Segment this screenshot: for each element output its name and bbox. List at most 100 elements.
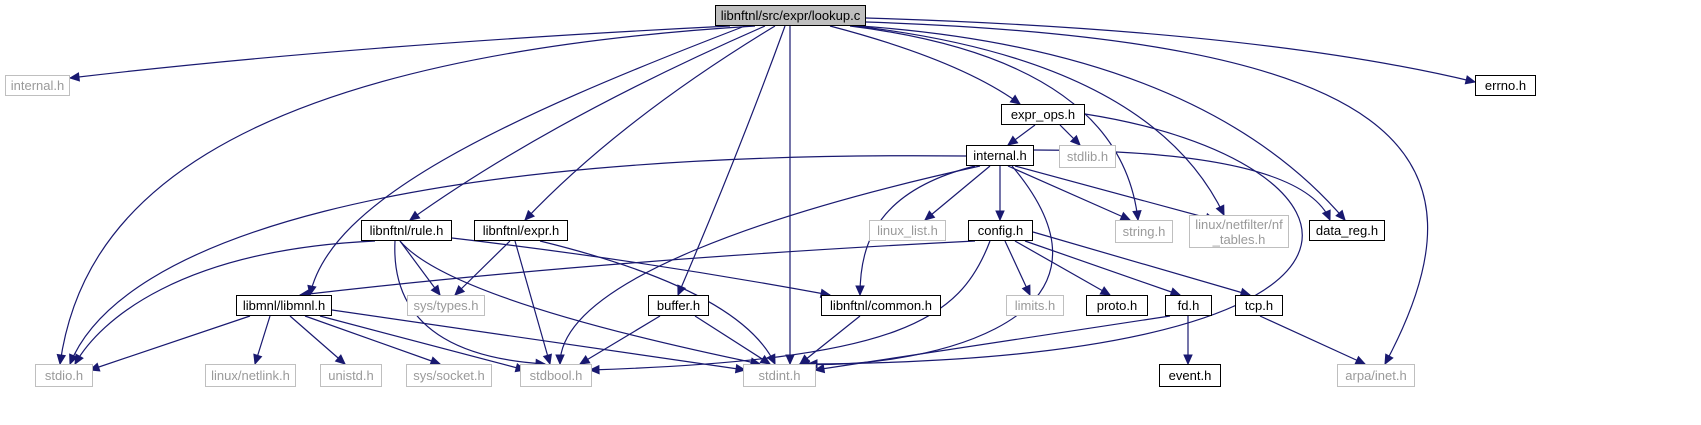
edge-config-to-proto	[1014, 240, 1111, 296]
node-root-file[interactable]: libnftnl/src/expr/lookup.c	[715, 5, 866, 26]
edge-librule-to-systypes	[399, 240, 441, 296]
edge-root-to-libmnl	[309, 25, 746, 296]
node-libnftnl-expr-h[interactable]: libnftnl/expr.h	[474, 220, 568, 241]
edge-config-to-libmnl	[299, 240, 976, 296]
node-libmnl-h[interactable]: libmnl/libmnl.h	[236, 295, 332, 316]
node-internal-h[interactable]: internal.h	[966, 145, 1034, 166]
node-proto-h[interactable]: proto.h	[1086, 295, 1148, 316]
edge-arrowhead-root-to-librule	[408, 210, 421, 221]
node-data-reg-h[interactable]: data_reg.h	[1309, 220, 1385, 241]
node-arpa-inet-h: arpa/inet.h	[1337, 364, 1415, 387]
edge-root-to-librule	[409, 25, 766, 221]
edge-arrowhead-buffer-to-stdbool	[578, 355, 591, 365]
edge-root-to-string	[849, 25, 1139, 221]
edge-libcommon-to-stdint	[799, 315, 861, 365]
edge-arrowhead-libmnl-to-stdint	[734, 363, 747, 374]
edge-arrowhead-librule-to-systypes	[430, 284, 441, 296]
node-errno-h[interactable]: errno.h	[1475, 75, 1536, 96]
edge-root-to-internal_top	[69, 25, 731, 79]
node-nf-tables-h: linux/netfilter/nf _tables.h	[1189, 215, 1289, 248]
edge-arrowhead-root-to-arpainet	[1384, 353, 1394, 366]
edge-arrowhead-root-to-stdio	[56, 353, 67, 366]
edge-arrowhead-internal-to-stdio	[69, 353, 78, 366]
edge-arrowhead-tcp-to-arpainet	[1354, 355, 1367, 365]
edge-arrowhead-buffer-to-stdint	[759, 354, 772, 365]
edge-buffer-to-stdbool	[579, 315, 661, 365]
edge-root-to-buffer	[677, 25, 786, 296]
node-fd-h[interactable]: fd.h	[1165, 295, 1212, 316]
edge-arrowhead-config-to-limits	[1021, 284, 1031, 297]
edge-internal-to-stdbool	[559, 165, 981, 365]
edge-arrowhead-libexpr-to-systypes	[454, 284, 466, 296]
edge-fd-to-stdint	[814, 315, 1171, 371]
edge-arrowhead-libexpr-to-stdint	[766, 353, 776, 366]
node-buffer-h[interactable]: buffer.h	[648, 295, 709, 316]
edge-arrowhead-libexpr-to-stdbool	[542, 353, 552, 366]
edge-arrowhead-root-to-exprops	[1009, 94, 1021, 105]
edge-arrowhead-root-to-string	[1132, 210, 1142, 222]
edge-arrowhead-root-to-libexpr	[524, 209, 536, 221]
edge-buffer-to-stdint	[694, 315, 771, 365]
edge-arrowhead-internal-to-libcommon	[855, 285, 865, 297]
node-linux-list-h: linux_list.h	[869, 220, 946, 241]
edge-config-to-tcp	[1032, 231, 1251, 296]
node-libnftnl-rule-h[interactable]: libnftnl/rule.h	[361, 220, 452, 241]
node-unistd-h: unistd.h	[320, 364, 382, 387]
node-stdint-h: stdint.h	[743, 364, 816, 387]
edge-internal-to-linuxlist	[924, 165, 991, 221]
edge-librule-to-libcommon	[451, 237, 831, 296]
edge-arrowhead-root-to-datareg	[1335, 209, 1346, 221]
node-stdlib-h: stdlib.h	[1059, 145, 1116, 168]
edge-librule-to-stdbool	[394, 240, 546, 365]
node-sys-types-h: sys/types.h	[407, 295, 485, 316]
edge-arrowhead-internal-to-datareg	[1321, 209, 1331, 222]
edge-arrowhead-libcommon-to-stdint	[799, 354, 811, 365]
edge-arrowhead-internal-to-stdbool	[555, 354, 565, 366]
edge-arrowhead-root-to-nftables	[1215, 204, 1225, 217]
edge-librule-to-stdio	[74, 240, 376, 365]
edge-arrowhead-internal-to-linuxlist	[924, 210, 936, 221]
node-stdbool-h: stdbool.h	[520, 364, 592, 387]
edge-exprops-to-stdint	[807, 113, 1303, 365]
node-linux-netlink-h: linux/netlink.h	[205, 364, 296, 387]
edge-arrowhead-librule-to-stdio	[74, 353, 84, 366]
edge-root-to-stdio	[59, 25, 756, 365]
edge-libmnl-to-syssocket	[304, 315, 441, 365]
node-tcp-h[interactable]: tcp.h	[1235, 295, 1283, 316]
edge-internal-to-libcommon	[859, 165, 976, 296]
node-expr-ops-h[interactable]: expr_ops.h	[1001, 104, 1085, 125]
node-libnftnl-common-h[interactable]: libnftnl/common.h	[821, 295, 941, 316]
edge-arrowhead-root-to-buffer	[677, 284, 687, 297]
edge-arrowhead-internal-to-config	[995, 210, 1005, 222]
node-internal-h-external: internal.h	[5, 75, 70, 96]
edge-internal-to-stdio	[69, 155, 967, 365]
edge-arrowhead-root-to-errno	[1464, 75, 1477, 85]
edge-libexpr-to-systypes	[454, 240, 511, 296]
edge-arrowhead-root-to-stdint	[785, 354, 795, 366]
edge-root-to-exprops	[829, 25, 1021, 105]
edge-internal-to-nftables	[1014, 165, 1216, 221]
node-event-h[interactable]: event.h	[1159, 364, 1221, 387]
edge-config-to-fd	[1024, 240, 1181, 296]
edge-config-to-limits	[1004, 240, 1031, 296]
edge-arrowhead-config-to-stdbool	[588, 364, 600, 375]
edge-libmnl-to-stdbool	[319, 315, 526, 371]
edge-libmnl-to-stdint	[331, 309, 746, 371]
edge-arrowhead-internal-to-string	[1119, 211, 1132, 221]
edge-internal-to-stdint	[799, 165, 1054, 366]
edge-arrowhead-fd-to-event	[1183, 354, 1193, 366]
edge-root-to-arpainet	[865, 21, 1429, 365]
edge-librule-to-stdint	[399, 240, 761, 365]
edge-root-to-libexpr	[524, 25, 776, 221]
node-config-h[interactable]: config.h	[968, 220, 1033, 241]
edge-libmnl-to-stdio	[89, 315, 251, 371]
edge-libexpr-to-stdbool	[514, 240, 551, 365]
node-string-h: string.h	[1115, 220, 1173, 243]
node-stdio-h: stdio.h	[35, 364, 93, 387]
edge-arrowhead-exprops-to-stdlib	[1069, 134, 1081, 146]
edge-internal-to-string	[1007, 165, 1131, 221]
edge-libmnl-to-unistd	[289, 315, 346, 365]
edge-root-to-nftables	[854, 25, 1225, 216]
